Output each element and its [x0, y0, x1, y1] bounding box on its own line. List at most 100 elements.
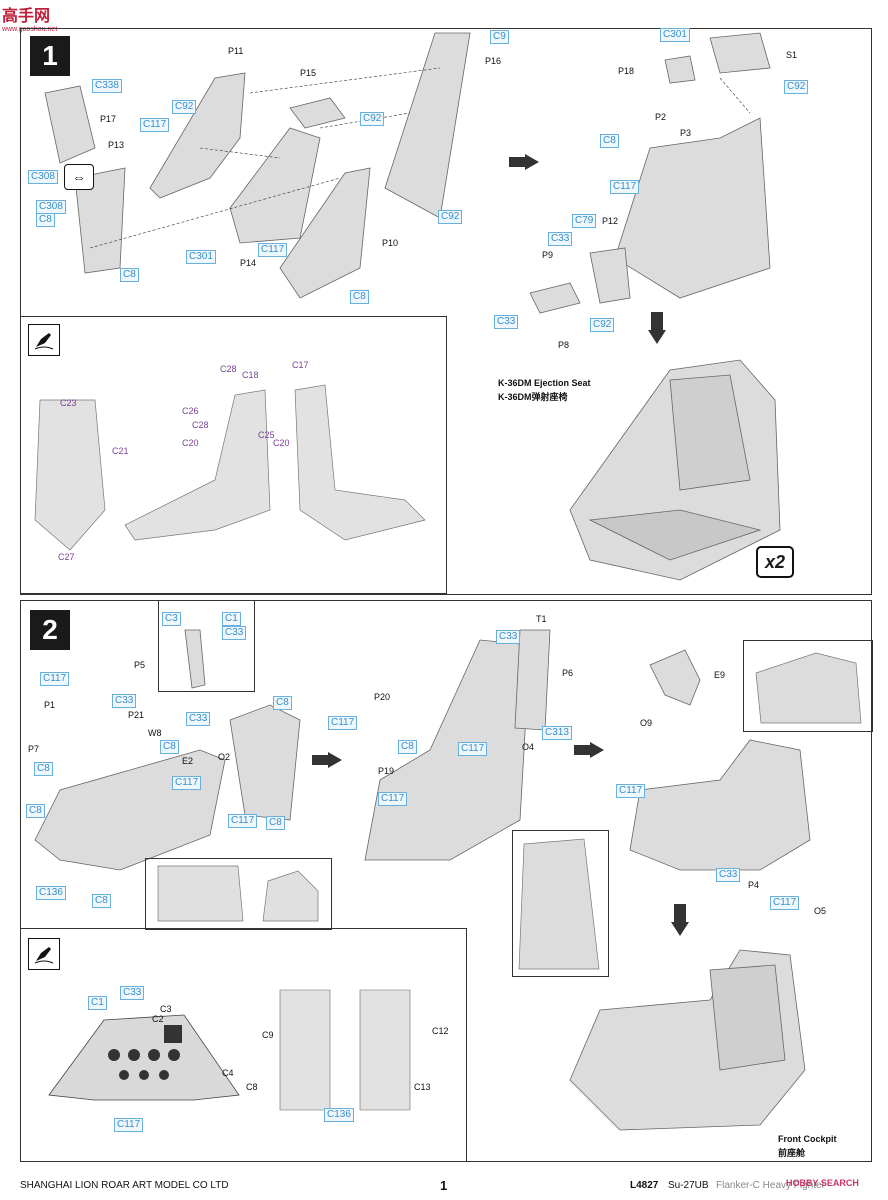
step2-detail-inset: [145, 858, 332, 930]
paint-c8: C8: [246, 1082, 258, 1092]
paint-c21: C21: [112, 446, 129, 456]
part-o9: O9: [640, 718, 653, 728]
part-p9: P9: [542, 250, 554, 260]
flip-arrow-icon: ⇔: [64, 164, 94, 190]
callout-s2-c8d: C8: [92, 894, 111, 908]
part-o4: O4: [522, 742, 535, 752]
callout-inset-c1: C1: [222, 612, 241, 626]
part-p18: P18: [618, 66, 635, 76]
callout-s2-c117: C117: [40, 672, 70, 686]
paint-c17: C17: [292, 360, 309, 370]
part-p11: P11: [228, 46, 244, 56]
paint-brush-icon-2: [28, 938, 60, 970]
watermark-site: 高手网: [2, 6, 51, 25]
paint-c117: C117: [114, 1118, 144, 1132]
part-p13: P13: [108, 140, 125, 150]
callout-mid-c117b: C117: [458, 742, 488, 756]
paint-c136: C136: [324, 1108, 354, 1122]
paint-c13: C13: [414, 1082, 431, 1092]
callout-s2-c8e: C8: [273, 696, 292, 710]
callout-c308: C308: [28, 170, 58, 184]
part-e9: E9: [714, 670, 726, 680]
callout-mid-c117c: C117: [378, 792, 408, 806]
step2-arrow-right2-icon: [574, 742, 604, 758]
part-w8: W8: [148, 728, 162, 738]
part-p1: P1: [44, 700, 56, 710]
part-s1: S1: [786, 50, 798, 60]
callout-c117b: C117: [258, 243, 288, 257]
footer-name: Flanker-C Heavy Fighter: [716, 1180, 825, 1191]
part-p2: P2: [655, 112, 667, 122]
callout-s2-c8f: C8: [266, 816, 285, 830]
callout-s2-c33: C33: [112, 694, 137, 708]
part-p21: P21: [128, 710, 145, 720]
callout-c92c: C92: [438, 210, 463, 224]
instrument-panel-drawing: [48, 1014, 240, 1101]
step2-inset-cable: [512, 830, 609, 977]
step1-parts-drawing: [44, 32, 771, 314]
part-p12: P12: [602, 216, 619, 226]
paint-c12: C12: [432, 1026, 449, 1036]
footer-page: 1: [440, 1178, 448, 1193]
side-consoles-drawing: [279, 989, 411, 1111]
part-p5: P5: [134, 660, 146, 670]
paint-c2: C2: [152, 1014, 164, 1024]
step-arrow-down-icon: [648, 312, 666, 344]
callout-c9: C9: [490, 30, 509, 44]
paint-c23: C23: [60, 398, 77, 408]
callout-c8b: C8: [120, 268, 139, 282]
footer-code: L4827: [630, 1180, 659, 1191]
step2-badge: 2: [30, 610, 70, 650]
paint-c20b: C20: [273, 438, 290, 448]
step1-badge: 1: [30, 36, 70, 76]
quantity-x2: x2: [756, 546, 794, 578]
callout-sub-c33: C33: [548, 232, 573, 246]
part-o2: O2: [218, 752, 231, 762]
paint-c25: C25: [258, 430, 275, 440]
callout-inset-c33: C33: [222, 626, 247, 640]
paint-c26: C26: [182, 406, 199, 416]
part-p16: P16: [485, 56, 502, 66]
part-p7: P7: [28, 744, 40, 754]
part-p4: P4: [748, 880, 760, 890]
callout-sub-c117: C117: [610, 180, 640, 194]
step1-paint-frame: [20, 316, 447, 594]
callout-s2-c8: C8: [160, 740, 179, 754]
part-p10: P10: [382, 238, 399, 248]
callout-s2-c8c: C8: [26, 804, 45, 818]
callout-s2-c8b: C8: [34, 762, 53, 776]
cockpit-title-cn: 前座舱: [778, 1148, 806, 1158]
paint-c28b: C28: [192, 420, 209, 430]
callout-r-c33: C33: [716, 868, 741, 882]
paint-c20: C20: [182, 438, 199, 448]
paint-c28: C28: [220, 364, 237, 374]
callout-c8c: C8: [350, 290, 369, 304]
paint-c18: C18: [242, 370, 259, 380]
paint-c3: C3: [160, 1004, 172, 1014]
callout-s2-c117b: C117: [172, 776, 202, 790]
k36-seat-drawing: [569, 359, 781, 581]
step2-inset-stick: [158, 600, 255, 692]
part-o5: O5: [814, 906, 827, 916]
callout-sub-c92: C92: [784, 80, 809, 94]
callout-mid-c313: C313: [542, 726, 572, 740]
step1-paint-drawing: [34, 384, 426, 551]
callout-c92b: C92: [360, 112, 385, 126]
callout-sub-c301: C301: [660, 28, 690, 42]
callout-c338: C338: [92, 79, 122, 93]
callout-s2-c33b: C33: [186, 712, 211, 726]
callout-c8: C8: [36, 213, 55, 227]
callout-c308b: C308: [36, 200, 66, 214]
watermark-bottom: HOBBY SEARCH: [786, 1178, 859, 1188]
part-p6: P6: [562, 668, 574, 678]
footer-model: Su-27UB: [668, 1180, 709, 1191]
callout-r-c117: C117: [616, 784, 646, 798]
step2-detail-drawing: [157, 865, 319, 922]
paint-c9: C9: [262, 1030, 274, 1040]
seat-title-cn: K-36DM弹射座椅: [498, 392, 568, 402]
step2-inset-detail: [743, 640, 873, 732]
step1-frame: [20, 28, 872, 595]
part-p15: P15: [300, 68, 317, 78]
part-t1: T1: [536, 614, 547, 624]
paint-c27: C27: [58, 552, 75, 562]
